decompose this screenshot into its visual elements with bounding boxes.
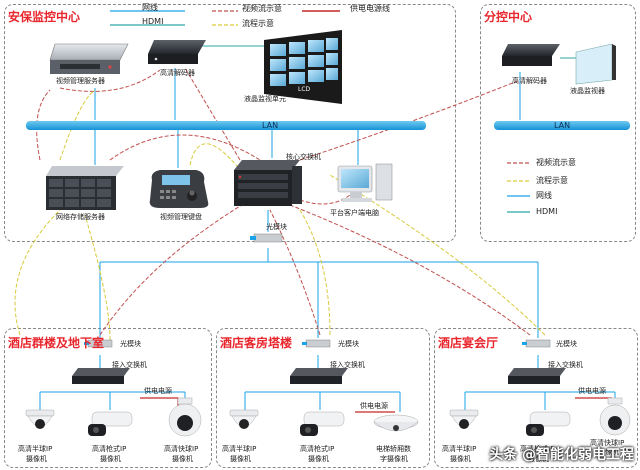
rooms-cam3-line1: 电梯轿厢数 — [376, 445, 411, 453]
basement-title: 酒店群楼及地下室 — [8, 336, 105, 350]
rooms-cam1-line2: 摄像机 — [230, 455, 251, 463]
sub-decoder-icon — [502, 44, 560, 66]
banquet-cam1-line2: 摄像机 — [450, 455, 471, 463]
legend-right-network: 网线 — [536, 191, 552, 200]
legend-power-line: 供电电源线 — [350, 4, 390, 13]
lcd-wall-icon — [264, 30, 342, 104]
dome-camera-icon — [449, 409, 479, 429]
rooms-title: 酒店客房塔楼 — [220, 336, 293, 350]
banquet-optical-label: 光模块 — [556, 340, 577, 348]
basement-power-label: 供电电源 — [144, 387, 172, 395]
video-management-server-icon — [49, 43, 129, 74]
banquet-access-switch-icon — [508, 368, 566, 384]
bullet-camera-icon — [526, 411, 571, 436]
rooms-optical-module-icon — [302, 339, 331, 348]
core-switch-icon — [234, 160, 302, 206]
sub-decoder-label: 高清解码器 — [512, 77, 547, 85]
dome-camera-icon — [229, 409, 259, 429]
basement-cam2-line2: 摄像机 — [100, 455, 121, 463]
basement-cam3-line2: 摄像机 — [172, 455, 193, 463]
sub-control-title: 分控中心 — [484, 10, 533, 24]
legend-right-process-flow: 流程示意 — [536, 176, 568, 185]
basement-optical-label: 光模块 — [120, 340, 141, 348]
lan-label-sub: LAN — [554, 121, 571, 130]
hd-decoder-icon — [148, 40, 206, 64]
mgmt-keyboard-label: 视频管理键盘 — [160, 213, 202, 221]
rooms-cam1-line1: 高清半球IP — [222, 445, 257, 453]
lcd-tag: LCD — [298, 86, 311, 93]
legend-process-flow: 流程示意 — [242, 19, 274, 28]
legend-right-video-flow: 视频流示意 — [536, 158, 576, 167]
security-center-title: 安保监控中心 — [8, 10, 81, 24]
speed-dome-camera-icon — [168, 397, 202, 437]
bullet-camera-icon — [300, 411, 345, 436]
core-switch-label: 核心交换机 — [286, 153, 321, 161]
legend-right-hdmi: HDMI — [536, 207, 558, 216]
legend-video-flow: 视频流示意 — [242, 4, 282, 13]
bullet-camera-icon — [88, 411, 133, 436]
sub-monitor-icon — [575, 43, 616, 85]
keyboard-controller-icon — [149, 170, 209, 208]
legend-hdmi: HDMI — [142, 17, 164, 26]
basement-cam1-line1: 高清半球IP — [18, 445, 53, 453]
banquet-title: 酒店宴会厅 — [438, 336, 499, 350]
dome-camera-icon — [25, 409, 55, 429]
speed-dome-camera-icon — [599, 397, 631, 436]
lan-label-main: LAN — [262, 121, 279, 130]
lan-bus-sub — [494, 121, 630, 130]
banquet-cam3-line1: 高清快球IP — [590, 439, 625, 447]
basement-cam3-line1: 高清快球IP — [164, 445, 199, 453]
lan-bus-main — [26, 121, 426, 130]
banquet-optical-module-icon — [522, 339, 551, 348]
video-mgmt-server-label: 视频管理服务器 — [56, 77, 105, 85]
watermark: 头条 @智能化弱电工程 — [489, 447, 634, 463]
rooms-optical-label: 光模块 — [338, 340, 359, 348]
basement-cam2-line1: 高清枪式IP — [92, 445, 127, 453]
banquet-power-label: 供电电源 — [578, 387, 606, 395]
hd-decoder-label: 高清解码器 — [160, 69, 195, 77]
rooms-panel — [216, 328, 430, 468]
banquet-cam1-line1: 高清半球IP — [442, 445, 477, 453]
lcd-wall-label: 液晶监视单元 — [244, 95, 286, 103]
rooms-cam2-line2: 摄像机 — [308, 455, 329, 463]
basement-optical-module-icon — [84, 339, 113, 348]
rooms-switch-label: 接入交换机 — [330, 361, 365, 369]
banquet-switch-label: 接入交换机 — [548, 361, 583, 369]
banquet-cam3-line2: 摄像机 — [598, 448, 619, 456]
rooms-power-label: 供电电源 — [360, 402, 388, 410]
optical-module-label: 光模块 — [266, 223, 287, 231]
banquet-cam2-line2: 摄像机 — [528, 455, 549, 463]
basement-cam1-line2: 摄像机 — [26, 455, 47, 463]
client-pc-icon — [337, 163, 393, 202]
storage-server-icon — [46, 166, 124, 210]
sub-monitor-label: 液晶监视器 — [570, 87, 605, 95]
rooms-cam2-line1: 高清枪式IP — [300, 445, 335, 453]
legend-network: 网线 — [142, 3, 158, 12]
storage-server-label: 网络存储服务器 — [56, 213, 105, 221]
rooms-cam3-line2: 字摄像机 — [380, 455, 408, 463]
client-pc-label: 平台客户端电脑 — [330, 209, 379, 217]
basement-switch-label: 接入交换机 — [112, 361, 147, 369]
rooms-access-switch-icon — [290, 368, 348, 384]
banquet-cam2-line1: 高清枪式IP — [520, 445, 555, 453]
core-optical-module-icon — [250, 233, 283, 243]
elevator-camera-icon — [373, 414, 419, 432]
basement-access-switch-icon — [72, 368, 130, 384]
